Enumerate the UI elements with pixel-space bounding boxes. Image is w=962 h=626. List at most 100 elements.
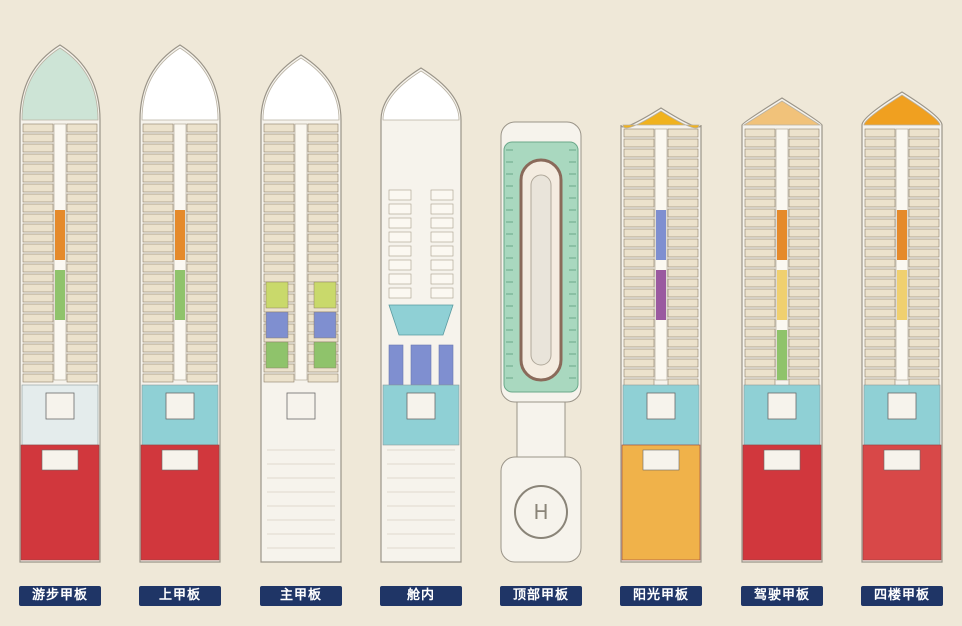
cabin (908, 308, 940, 318)
cabin (744, 358, 776, 368)
cabin (22, 273, 54, 283)
cabin (864, 198, 896, 208)
cabin (864, 288, 896, 298)
cabin (623, 328, 655, 338)
cabin (66, 233, 98, 243)
cabin (142, 133, 174, 143)
cabin (66, 353, 98, 363)
cabin (142, 343, 174, 353)
helipad-deck (500, 456, 582, 563)
cabin (186, 263, 218, 273)
cabin (22, 363, 54, 373)
cabin (263, 193, 295, 203)
cabin (22, 173, 54, 183)
cabin (66, 323, 98, 333)
cabin (788, 128, 820, 138)
aft-entrance (41, 449, 79, 471)
cabin (864, 258, 896, 268)
cabin (667, 298, 699, 308)
cabin (66, 363, 98, 373)
lift-core (656, 210, 666, 260)
lift-core (777, 270, 787, 320)
bow-area (21, 47, 99, 121)
seating-block (388, 344, 404, 386)
cabin (788, 208, 820, 218)
cabin (667, 328, 699, 338)
room (430, 189, 454, 201)
cabin (788, 248, 820, 258)
stair-block (887, 392, 917, 420)
room (388, 189, 412, 201)
deck-plan-promenade (19, 44, 101, 563)
cabin (263, 273, 295, 283)
cabin (22, 203, 54, 213)
cabin (263, 243, 295, 253)
cabin (744, 228, 776, 238)
cabin (66, 283, 98, 293)
cabin (66, 223, 98, 233)
cabin (66, 333, 98, 343)
cabin (263, 123, 295, 133)
bow-area (863, 94, 941, 126)
deck-label-upper: 上甲板 (139, 586, 221, 606)
room (388, 217, 412, 229)
cabin (788, 148, 820, 158)
helipad-h-icon: H (533, 500, 548, 524)
cabin (623, 188, 655, 198)
cabin (22, 263, 54, 273)
cabin (908, 188, 940, 198)
bow-area (622, 110, 700, 129)
deck-label-sun: 阳光甲板 (620, 586, 702, 606)
cabin (142, 243, 174, 253)
cabin (667, 258, 699, 268)
venue-block (265, 311, 289, 339)
cabin (22, 193, 54, 203)
deck-plan-bridge (741, 97, 823, 563)
cabin (744, 258, 776, 268)
cabin (667, 338, 699, 348)
cabin (788, 308, 820, 318)
lift-core (656, 270, 666, 320)
cabin (142, 183, 174, 193)
venue-block (313, 281, 337, 309)
cabin (623, 208, 655, 218)
cabin (22, 143, 54, 153)
cabin (623, 358, 655, 368)
corridor (294, 123, 308, 381)
cabin (908, 158, 940, 168)
room (388, 287, 412, 299)
stair-block (165, 392, 195, 420)
cabin (186, 333, 218, 343)
cabin (186, 153, 218, 163)
deck-plan-top: H (500, 121, 582, 563)
venue-block (313, 311, 337, 339)
cabin (66, 313, 98, 323)
cabin (623, 228, 655, 238)
cabin (864, 298, 896, 308)
cabin (744, 348, 776, 358)
cabin (788, 218, 820, 228)
cabin (66, 213, 98, 223)
cabin (142, 323, 174, 333)
cabin (744, 128, 776, 138)
seating-block (410, 344, 432, 386)
cabin (186, 343, 218, 353)
cabin (864, 328, 896, 338)
cabin (788, 178, 820, 188)
cabin (788, 138, 820, 148)
cabin (744, 198, 776, 208)
stair-block (406, 392, 436, 420)
cabin (22, 283, 54, 293)
cabin (307, 243, 339, 253)
cabin (186, 163, 218, 173)
cabin (623, 238, 655, 248)
cabin (142, 353, 174, 363)
lift-core (55, 270, 65, 320)
cabin (66, 133, 98, 143)
cabin (66, 193, 98, 203)
cabin (788, 368, 820, 378)
cabin (22, 133, 54, 143)
cabin (186, 313, 218, 323)
stair-block (646, 392, 676, 420)
cabin (667, 148, 699, 158)
